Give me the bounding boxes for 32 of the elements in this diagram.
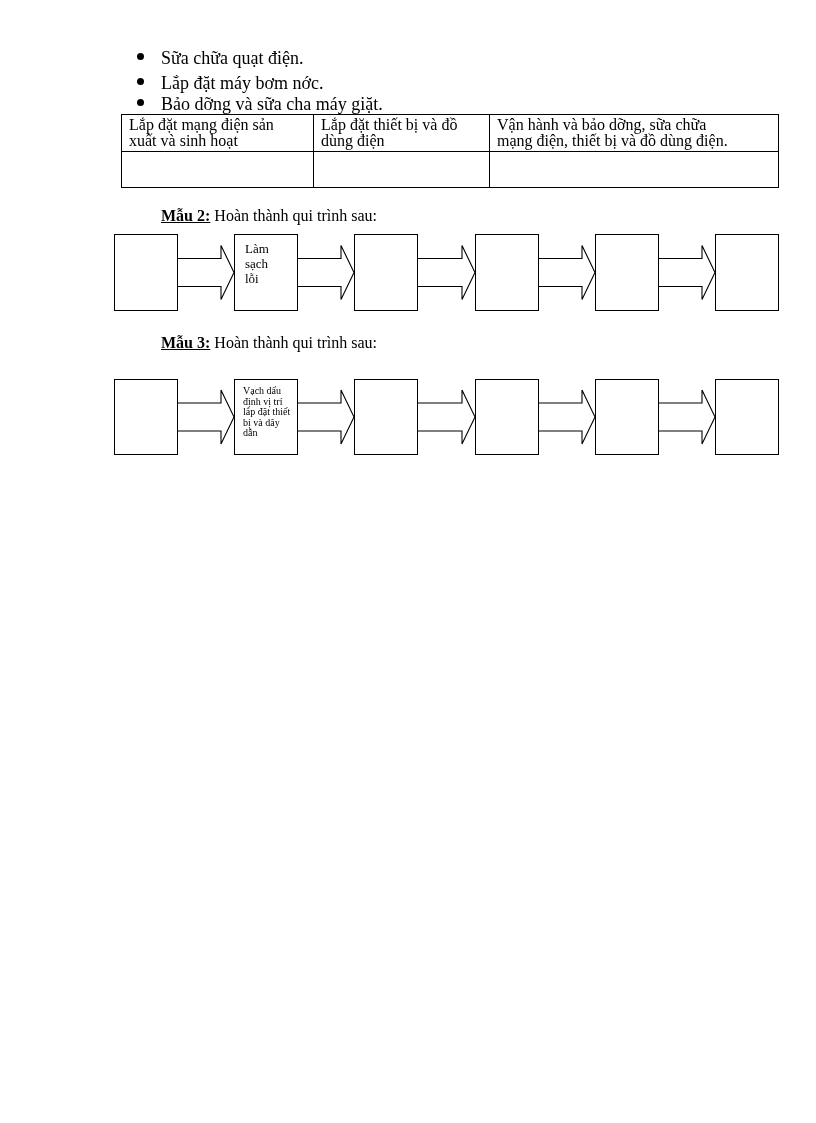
block-arrow — [297, 244, 355, 301]
process-box — [234, 234, 298, 311]
instruction-heading: Mẫu 2: Hoàn thành qui trình sau: — [161, 207, 377, 224]
empty-process-box — [114, 234, 178, 311]
process-box — [234, 379, 298, 455]
block-arrow — [297, 389, 355, 445]
empty-process-box — [595, 379, 659, 455]
block-arrow — [417, 244, 476, 301]
empty-process-box — [475, 234, 539, 311]
empty-process-box — [114, 379, 178, 455]
block-arrow — [538, 389, 596, 445]
empty-process-box — [715, 234, 779, 311]
list-item-text: Bảo dỡng và sữa cha máy giặt. — [161, 95, 383, 113]
empty-process-box — [475, 379, 539, 455]
block-arrow — [538, 244, 596, 301]
block-arrow — [658, 389, 716, 445]
empty-process-box — [715, 379, 779, 455]
block-arrow — [417, 389, 476, 445]
list-item-text: Sữa chữa quạt điện. — [161, 49, 304, 67]
block-arrow — [177, 244, 235, 301]
empty-process-box — [595, 234, 659, 311]
table-header-cell: Lắp đặt thiết bị và đồ dùng điện — [313, 114, 490, 152]
step-text: Vạch dấu định vị trí lắp đặt thiết bị và dây dẫn — [243, 386, 291, 439]
empty-process-box — [354, 234, 418, 311]
step-text: Làm sạch lỗi — [245, 241, 270, 286]
empty-process-box — [354, 379, 418, 455]
block-arrow — [177, 389, 235, 445]
list-item-text: Lắp đặt máy bơm nớc. — [161, 74, 324, 92]
block-arrow — [658, 244, 716, 301]
instruction-heading: Mẫu 3: Hoàn thành qui trình sau: — [161, 334, 377, 351]
table-header-cell: Vận hành và bảo dỡng, sữa chữa mạng điện, thiết bị và đồ dùng điện. — [489, 114, 779, 152]
table-header-cell: Lắp đặt mạng điện sản xuất và sinh hoạt — [121, 114, 314, 152]
